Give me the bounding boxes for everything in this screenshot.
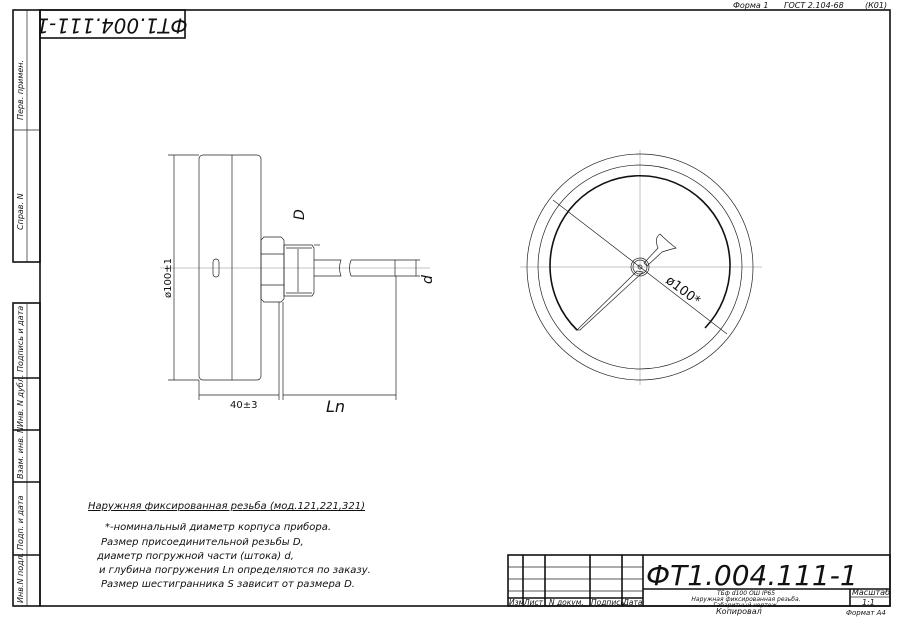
title-designation: ФТ1.004.111-1 bbox=[646, 559, 858, 592]
scale-label: Масштаб bbox=[852, 588, 890, 597]
notes-title: Наружняя фиксированная резьба (мод.121,2… bbox=[88, 500, 365, 512]
description-line: ТБф d100 ОШ IP65 bbox=[717, 590, 775, 597]
thread-dimension: D bbox=[292, 209, 308, 220]
column-podpis: Подпись bbox=[591, 598, 625, 607]
stamp-vzam-inv: Взам. инв. N bbox=[16, 427, 25, 479]
notes: Наружняя фиксированная резьба (мод.121,2… bbox=[88, 500, 371, 590]
left-stamp-lower: Подпись и дата Инв. N дубл. Взам. инв. N… bbox=[12, 302, 41, 607]
front-diameter-dimension: ø100* bbox=[663, 273, 704, 309]
length-dimension: Ln bbox=[326, 397, 345, 416]
column-data: Дата bbox=[622, 598, 643, 607]
description-line: Наружная фиксированная резьба. bbox=[691, 596, 800, 603]
standard-label: ГОСТ 2.104-68 bbox=[784, 1, 844, 10]
diameter-dimension: ø100±1 bbox=[163, 258, 174, 298]
drawing-frame bbox=[39, 9, 891, 607]
column-list: Лист bbox=[523, 598, 544, 607]
stamp-perv-primen: Перв. примен. bbox=[16, 60, 25, 120]
title-block: Изм Лист N докум. Подпись Дата ФТ1.004.1… bbox=[507, 554, 891, 617]
rotated-designation: ФТ1.004.111-1 bbox=[36, 14, 187, 38]
scale-value: 1:1 bbox=[862, 598, 875, 607]
note-line: диаметр погружной части (штока) d, bbox=[96, 551, 294, 562]
stamp-sprav-n: Справ. N bbox=[16, 193, 25, 230]
form-label: Форма 1 bbox=[733, 1, 768, 10]
left-stamp-upper: Перв. примен. Справ. N bbox=[12, 9, 41, 263]
note-line: Размер шестигранника S зависит от размер… bbox=[101, 579, 355, 590]
column-izm: Изм bbox=[509, 598, 525, 607]
description-line: Габаритный чертеж. bbox=[713, 602, 779, 609]
stamp-podp-data: Подп. и дата bbox=[16, 495, 25, 550]
front-view: ø100* bbox=[520, 150, 762, 385]
note-line: *-номинальный диаметр корпуса прибора. bbox=[105, 521, 331, 533]
stamp-podpis-data: Подпись и дата bbox=[16, 306, 25, 372]
note-line: и глубина погружения Ln определяются по … bbox=[99, 564, 371, 576]
stem-dimension: d bbox=[420, 275, 436, 284]
code-label: (К01) bbox=[865, 1, 887, 10]
copied-label: Копировал bbox=[716, 607, 762, 616]
depth-dimension: 40±3 bbox=[230, 400, 257, 411]
stamp-inv-podl: Инв.N подл. bbox=[16, 553, 25, 603]
note-line: Размер присоединительной резьбы D, bbox=[101, 536, 304, 548]
side-view: ø100±1 40±3 Ln D d bbox=[160, 154, 436, 416]
format-label: Формат А4 bbox=[846, 609, 886, 617]
stamp-inv-dubl: Инв. N дубл. bbox=[16, 375, 25, 427]
column-n-dokum: N докум. bbox=[549, 598, 584, 607]
